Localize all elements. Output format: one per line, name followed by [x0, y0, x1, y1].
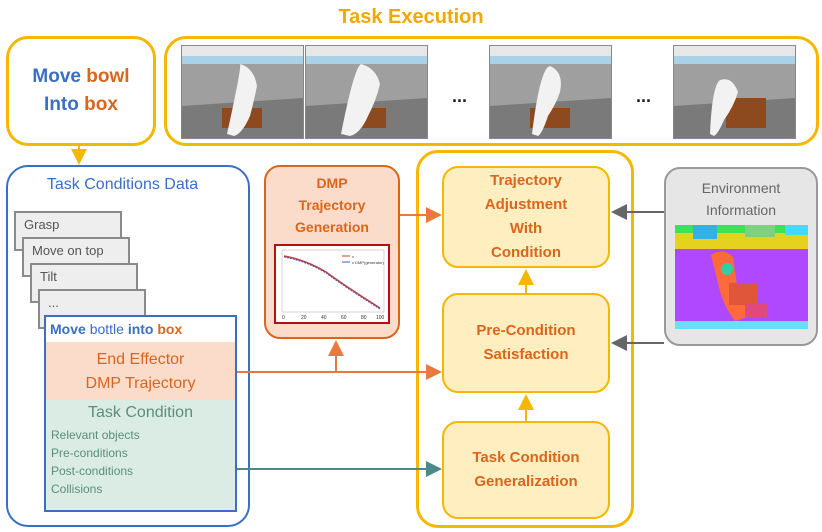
task-execution-panel — [164, 36, 819, 146]
dmp-xtick-80: 80 — [361, 315, 367, 321]
dmp-legend-x: x — [352, 254, 354, 259]
main-card-title: Move bottle into box — [50, 321, 182, 337]
traj-adj-line-1: Trajectory — [490, 172, 562, 189]
arrow-ee-to-dmp — [237, 340, 344, 373]
ellipsis-1: ... — [452, 86, 468, 106]
diagram-title: Task Execution — [338, 6, 484, 28]
command-word-bowl: bowl — [86, 66, 130, 87]
dmp-title-line-3: Generation — [295, 219, 369, 235]
tc-item-collisions: Collisions — [51, 482, 103, 496]
precond-line-2: Satisfaction — [483, 346, 569, 363]
dmp-title-line-2: Trajectory — [298, 197, 366, 213]
execution-frame-3 — [489, 45, 612, 139]
gen-line-2: Generalization — [474, 473, 578, 490]
robot-scene-image — [674, 46, 795, 138]
dmp-plot: x x DMP(generator) 0 20 40 60 80 100 — [274, 244, 390, 324]
command-word-box: box — [84, 94, 118, 115]
command-word-move: Move — [32, 66, 81, 87]
execution-frame-2 — [305, 45, 428, 139]
dmp-legend-dmp: x DMP(generator) — [352, 260, 384, 265]
trajectory-adjustment-box: Trajectory Adjustment With Condition — [442, 166, 610, 268]
dmp-title-line-1: DMP — [316, 175, 348, 191]
command-box: Move bowl Into box — [6, 36, 156, 146]
environment-title: Environment Information — [664, 177, 818, 221]
precondition-satisfaction-box: Pre-Condition Satisfaction — [442, 293, 610, 393]
task-condition-section: Task Condition Relevant objects Pre-cond… — [46, 400, 235, 510]
execution-frame-4 — [673, 45, 796, 139]
dmp-xtick-20: 20 — [301, 315, 307, 321]
dmp-title: DMP Trajectory Generation — [264, 172, 400, 238]
env-title-line-2: Information — [705, 202, 777, 218]
command-word-into: Into — [44, 94, 79, 115]
traj-adj-line-2: Adjustment — [484, 196, 568, 213]
tc-item-post-conditions: Post-conditions — [51, 464, 134, 478]
dmp-xtick-100: 100 — [376, 315, 385, 321]
tc-item-relevant-objects: Relevant objects — [51, 428, 140, 442]
ee-line-1: End Effector — [96, 351, 185, 368]
segmentation-image — [675, 225, 808, 329]
precond-line-1: Pre-Condition — [476, 322, 576, 339]
dmp-xtick-0: 0 — [282, 315, 285, 321]
dmp-xtick-40: 40 — [321, 315, 327, 321]
robot-scene-image — [490, 46, 611, 138]
command-line-2: Into box — [44, 91, 118, 119]
command-line-1: Move bowl — [32, 63, 129, 91]
ellipsis-2: ... — [636, 86, 652, 106]
task-condition-title: Task Condition — [88, 404, 193, 421]
main-title-move: Move — [50, 321, 86, 337]
main-title-bottle: bottle — [89, 321, 124, 337]
task-conditions-title: Task Conditions Data — [46, 176, 199, 193]
task-condition-generalization-box: Task Condition Generalization — [442, 421, 610, 519]
dmp-xtick-60: 60 — [341, 315, 347, 321]
robot-scene-image — [306, 46, 427, 138]
tc-item-pre-conditions: Pre-conditions — [51, 446, 128, 460]
ee-line-2: DMP Trajectory — [85, 375, 196, 392]
robot-scene-image — [182, 46, 303, 138]
traj-adj-line-3: With — [509, 220, 543, 237]
execution-loop-panel — [416, 150, 634, 528]
segmentation-map-image — [675, 225, 808, 329]
end-effector-section: End Effector DMP Trajectory — [46, 342, 235, 400]
execution-frame-1 — [181, 45, 304, 139]
main-title-box: box — [157, 321, 183, 337]
main-title-into: into — [127, 321, 154, 337]
dmp-curve-chart: x x DMP(generator) 0 20 40 60 80 100 — [281, 249, 385, 321]
gen-line-1: Task Condition — [472, 449, 580, 466]
traj-adj-line-4: Condition — [491, 244, 561, 261]
env-title-line-1: Environment — [701, 180, 781, 196]
